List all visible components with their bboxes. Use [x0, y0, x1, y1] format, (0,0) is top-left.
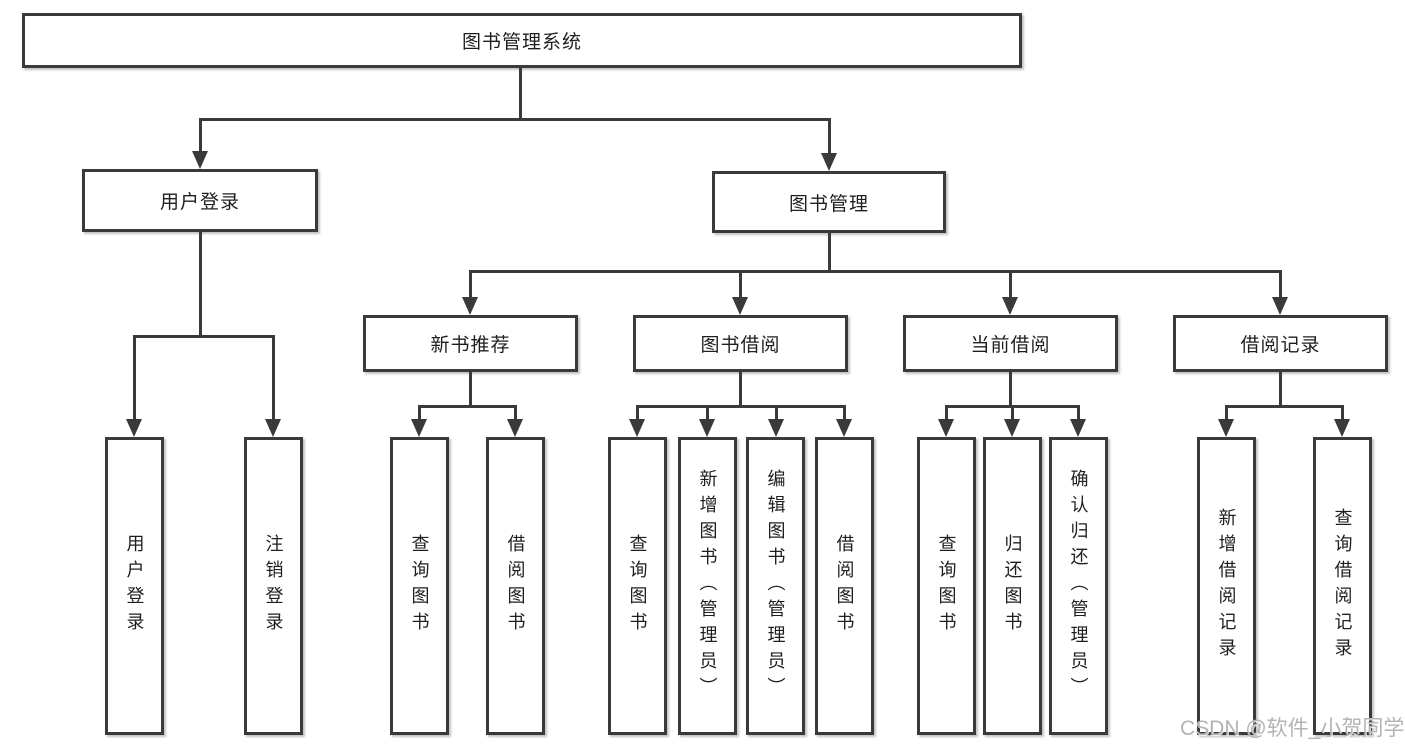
connector-line: [739, 270, 742, 297]
node-book-borrowing-label: 图书借阅: [700, 335, 781, 356]
connector-line: [1077, 405, 1080, 419]
connector-line: [514, 405, 517, 419]
arrow-down-icon: [938, 419, 954, 437]
leaf-return-book-label: 归还图书: [1002, 534, 1023, 638]
connector-line: [1011, 405, 1014, 419]
connector-line: [739, 370, 742, 405]
node-borrowing-records: 借阅记录: [1173, 315, 1388, 372]
connector-line: [1225, 405, 1228, 419]
connector-line: [636, 405, 845, 408]
connector-line: [775, 405, 778, 419]
node-current-borrowing-label: 当前借阅: [970, 335, 1051, 356]
arrow-down-icon: [126, 419, 142, 437]
node-new-book-recommendation: 新书推荐: [363, 315, 578, 372]
connector-line: [1225, 405, 1343, 408]
connector-line: [828, 231, 831, 270]
connector-line: [945, 405, 948, 419]
arrow-down-icon: [768, 419, 784, 437]
connector-line: [1279, 370, 1282, 405]
connector-line: [706, 405, 709, 419]
arrow-down-icon: [192, 151, 208, 169]
leaf-query-borrow-record-label: 查询借阅记录: [1332, 508, 1353, 664]
arrow-down-icon: [1218, 419, 1234, 437]
connector-line: [828, 118, 831, 154]
leaf-edit-book-admin: 编辑图书（管理员）: [746, 437, 805, 735]
arrow-down-icon: [1002, 297, 1018, 315]
connector-line: [469, 270, 472, 297]
arrow-down-icon: [1272, 297, 1288, 315]
leaf-query-books-current: 查询图书: [917, 437, 976, 735]
leaf-query-borrow-record: 查询借阅记录: [1313, 437, 1372, 735]
leaf-borrow-books-recommend: 借阅图书: [486, 437, 545, 735]
leaf-confirm-return-admin-label: 确认归还（管理员）: [1068, 469, 1089, 703]
leaf-query-books-borrow-label: 查询图书: [627, 534, 648, 638]
connector-line: [469, 370, 472, 405]
leaf-user-login: 用户登录: [105, 437, 164, 735]
connector-line: [1279, 270, 1282, 297]
leaf-query-books-current-label: 查询图书: [936, 534, 957, 638]
node-book-management: 图书管理: [712, 171, 946, 233]
arrow-down-icon: [821, 153, 837, 171]
arrow-down-icon: [699, 419, 715, 437]
arrow-down-icon: [507, 419, 523, 437]
arrow-down-icon: [1004, 419, 1020, 437]
node-book-management-label: 图书管理: [788, 193, 869, 215]
connector-line: [519, 66, 522, 118]
leaf-logout: 注销登录: [244, 437, 303, 735]
connector-line: [418, 405, 421, 419]
arrow-down-icon: [1334, 419, 1350, 437]
connector-line: [1009, 370, 1012, 405]
node-new-book-recommendation-label: 新书推荐: [430, 335, 511, 356]
node-root-label: 图书管理系统: [461, 32, 582, 53]
connector-line: [1341, 405, 1344, 419]
connector-line: [418, 405, 516, 408]
arrow-down-icon: [629, 419, 645, 437]
connector-line: [470, 270, 1281, 273]
leaf-add-borrow-record-label: 新增借阅记录: [1216, 508, 1237, 664]
leaf-user-login-label: 用户登录: [124, 534, 145, 638]
leaf-borrow-books-label: 借阅图书: [834, 534, 855, 638]
arrow-down-icon: [732, 297, 748, 315]
leaf-query-books-recommend: 查询图书: [390, 437, 449, 735]
arrow-down-icon: [265, 419, 281, 437]
leaf-query-books-recommend-label: 查询图书: [409, 534, 430, 638]
arrow-down-icon: [1070, 419, 1086, 437]
leaf-return-book: 归还图书: [983, 437, 1042, 735]
connector-line: [199, 118, 202, 152]
leaf-add-book-admin: 新增图书（管理员）: [678, 437, 737, 735]
leaf-edit-book-admin-label: 编辑图书（管理员）: [765, 469, 786, 703]
leaf-query-books-borrow: 查询图书: [608, 437, 667, 735]
connector-line: [636, 405, 639, 419]
arrow-down-icon: [462, 297, 478, 315]
arrow-down-icon: [836, 419, 852, 437]
node-borrowing-records-label: 借阅记录: [1240, 335, 1321, 356]
connector-line: [843, 405, 846, 419]
leaf-add-book-admin-label: 新增图书（管理员）: [697, 469, 718, 703]
leaf-borrow-books: 借阅图书: [815, 437, 874, 735]
connector-line: [199, 118, 831, 121]
node-book-borrowing: 图书借阅: [633, 315, 848, 372]
csdn-watermark: CSDN @软件_小贺同学: [1180, 717, 1405, 740]
arrow-down-icon: [411, 419, 427, 437]
leaf-add-borrow-record: 新增借阅记录: [1197, 437, 1256, 735]
leaf-borrow-books-recommend-label: 借阅图书: [505, 534, 526, 638]
node-user-login-label: 用户登录: [159, 192, 240, 213]
connector-line: [199, 230, 202, 335]
node-current-borrowing: 当前借阅: [903, 315, 1118, 372]
connector-line: [272, 335, 275, 419]
node-user-login: 用户登录: [82, 169, 318, 232]
connector-line: [133, 335, 275, 338]
leaf-logout-label: 注销登录: [263, 534, 284, 638]
leaf-confirm-return-admin: 确认归还（管理员）: [1049, 437, 1108, 735]
node-root: 图书管理系统: [22, 13, 1022, 68]
connector-line: [1009, 270, 1012, 297]
connector-line: [133, 335, 136, 419]
